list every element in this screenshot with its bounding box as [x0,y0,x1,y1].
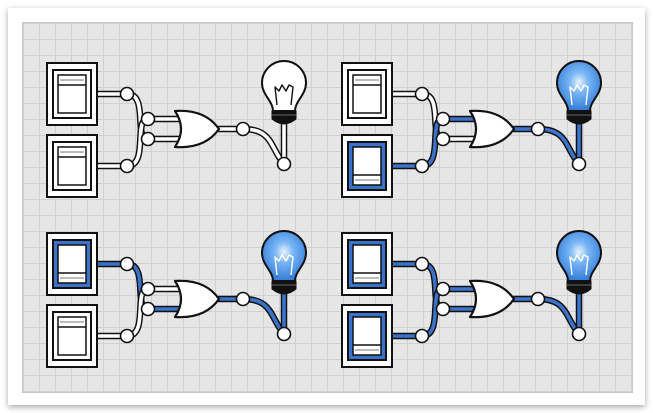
switch-rocker [352,244,382,284]
switch-rocker [57,244,87,284]
wire-connector-icon [414,86,430,102]
circuit-panel-2 [341,60,603,198]
light-bulb-icon [555,230,603,295]
wire-connector-icon [119,86,135,102]
or-gate-icon [173,109,221,149]
switch-b [46,304,98,368]
bulb-filament [274,84,294,106]
wire-connector-icon [414,158,430,174]
bulb-glass [260,60,308,112]
circuit-board [22,22,633,393]
wire-connector-icon [235,291,251,307]
circuit-panel-3 [46,230,308,368]
bulb-base [566,110,592,125]
figure-frame [8,8,645,405]
switch-a [341,232,393,296]
bulb-glass [555,230,603,282]
wire-connector-icon [435,111,451,127]
wire-connector-icon [435,281,451,297]
switch-a [46,62,98,126]
switch-b [46,134,98,198]
wire-to-bulb [239,125,288,168]
wire-connector-icon [530,121,546,137]
switch-rocker [352,74,382,114]
wire-connector-icon [435,301,451,317]
switch-b [341,134,393,198]
wire-connector-icon [119,158,135,174]
bulb-glass [260,230,308,282]
switch-rocker [352,146,382,186]
circuit-panel-4 [341,230,603,368]
light-bulb-icon [260,230,308,295]
bulb-base [271,110,297,125]
switch-a [46,232,98,296]
wire-connector-icon [435,131,451,147]
switch-b [341,304,393,368]
switch-rocker [57,74,87,114]
wire-connector-icon [414,328,430,344]
wire-connector-icon [414,256,430,272]
switch-rocker [57,316,87,356]
light-bulb-icon [260,60,308,125]
wire-connector-icon [276,156,292,172]
wire-connector-icon [571,326,587,342]
wire-connector-icon [235,121,251,137]
wire-connector-icon [571,156,587,172]
bulb-filament [569,84,589,106]
wire-connector-icon [276,326,292,342]
wire-connector-icon [530,291,546,307]
wire-to-bulb [534,125,583,168]
wire-connector-icon [140,301,156,317]
wire-connector-icon [119,328,135,344]
bulb-base [271,280,297,295]
wire-connector-icon [140,131,156,147]
wire-connector-icon [140,111,156,127]
switch-a [341,62,393,126]
circuit-panel-1 [46,60,308,198]
wire-to-bulb [239,295,288,338]
switch-rocker [57,146,87,186]
or-gate-icon [468,109,516,149]
wire-to-bulb [534,295,583,338]
bulb-glass [555,60,603,112]
bulb-filament [569,254,589,276]
bulb-base [566,280,592,295]
wire-connector-icon [140,281,156,297]
or-gate-icon [468,279,516,319]
or-gate-icon [173,279,221,319]
switch-rocker [352,316,382,356]
light-bulb-icon [555,60,603,125]
bulb-filament [274,254,294,276]
wire-connector-icon [119,256,135,272]
